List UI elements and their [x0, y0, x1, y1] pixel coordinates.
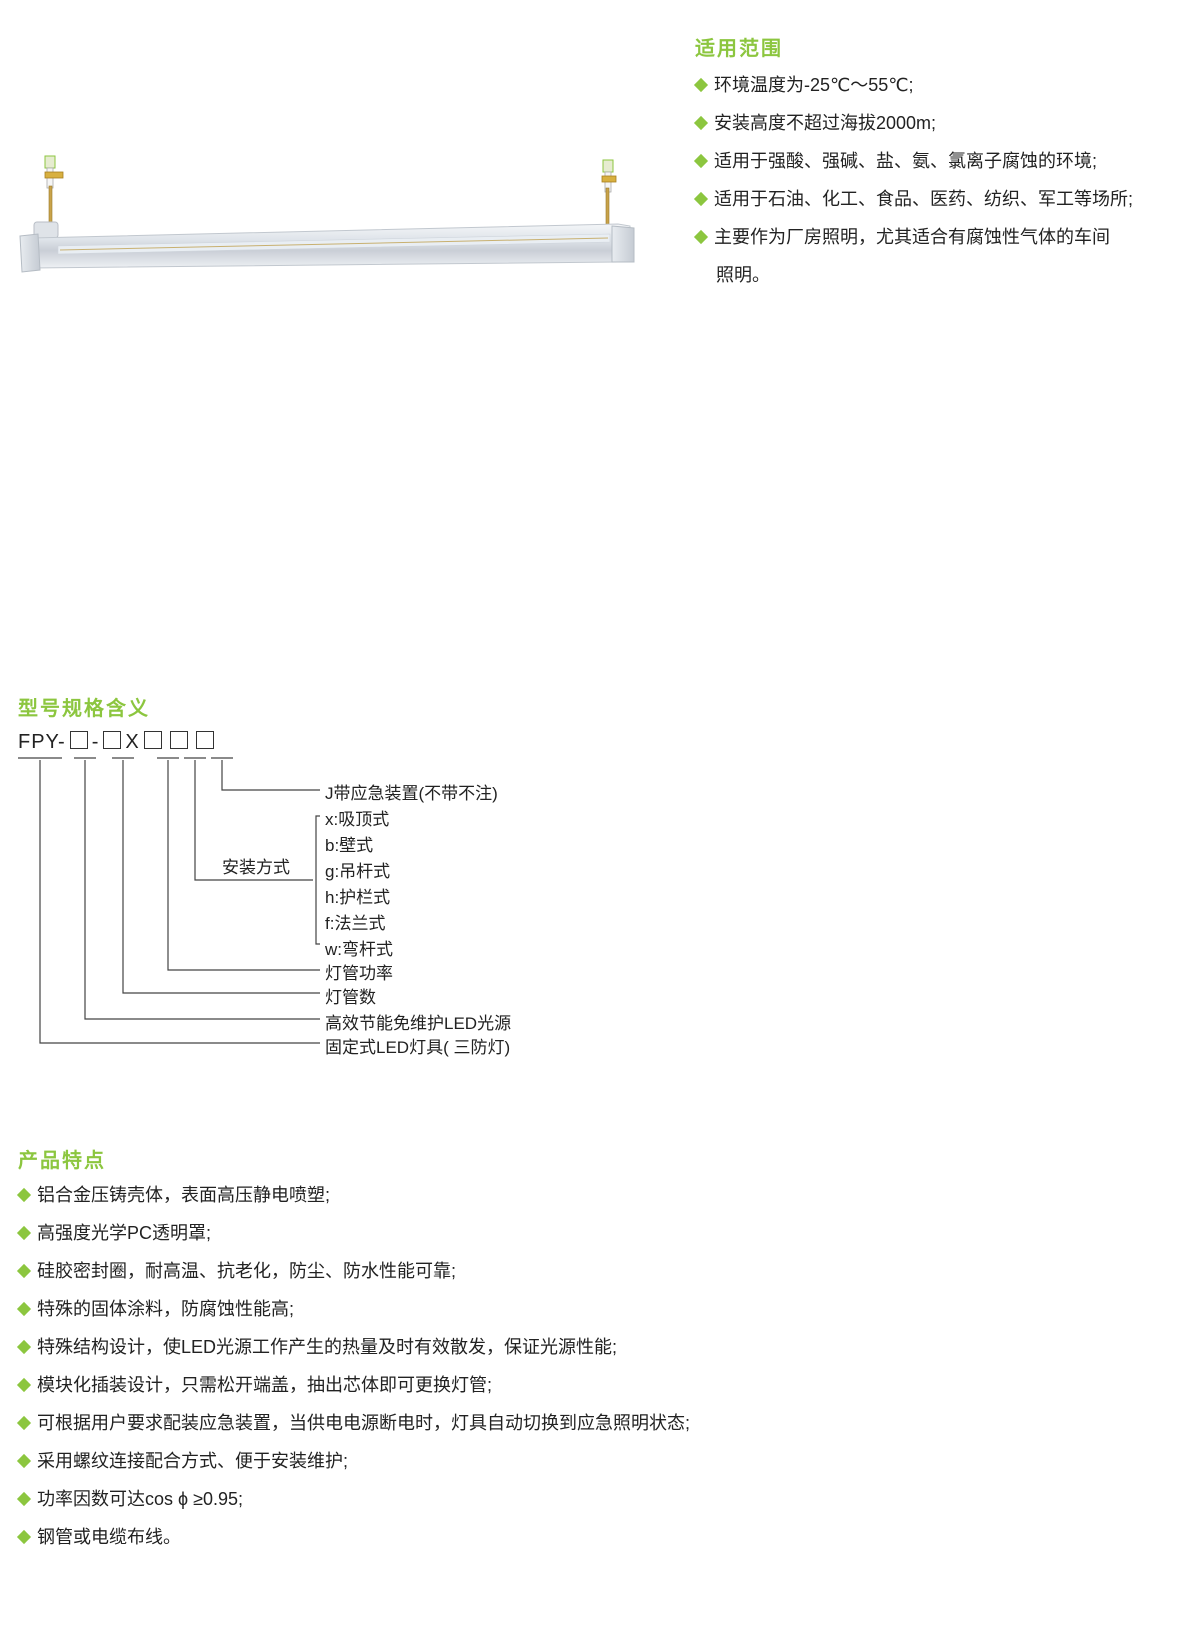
diamond-bullet-icon [16, 1453, 32, 1469]
list-item: 采用螺纹连接配合方式、便于安装维护; [16, 1442, 690, 1480]
label-led-source: 高效节能免维护LED光源 [325, 1014, 512, 1033]
features-list: 铝合金压铸壳体，表面高压静电喷塑; 高强度光学PC透明罩; 硅胶密封圈，耐高温、… [16, 1176, 690, 1556]
list-item: 钢管或电缆布线。 [16, 1518, 690, 1556]
diamond-bullet-icon [16, 1301, 32, 1317]
label-install-method: 安装方式 [222, 858, 290, 877]
list-item: 功率因数可达cos ϕ ≥0.95; [16, 1480, 690, 1518]
label-option-x: x:吸顶式 [325, 810, 390, 829]
list-item: 硅胶密封圈，耐高温、抗老化，防尘、防水性能可靠; [16, 1252, 690, 1290]
list-item: 铝合金压铸壳体，表面高压静电喷塑; [16, 1176, 690, 1214]
list-item: 适用于石油、化工、食品、医药、纺织、军工等场所; [693, 180, 1133, 218]
label-tube-power: 灯管功率 [325, 964, 393, 983]
scope-list: 环境温度为-25℃～55℃; 安装高度不超过海拔2000m; 适用于强酸、强碱、… [693, 66, 1133, 294]
model-code: FPY- - X [18, 731, 218, 754]
diamond-bullet-icon [16, 1529, 32, 1545]
placeholder-box [169, 731, 188, 749]
diamond-bullet-icon [16, 1377, 32, 1393]
list-item: 可根据用户要求配装应急装置，当供电电源断电时，灯具自动切换到应急照明状态; [16, 1404, 690, 1442]
placeholder-box [195, 731, 214, 749]
right-hanger [601, 159, 617, 227]
model-code-dash: - [91, 731, 100, 753]
diamond-bullet-icon [16, 1415, 32, 1431]
list-item: 主要作为厂房照明，尤其适合有腐蚀性气体的车间 [693, 218, 1133, 256]
product-image [19, 155, 635, 273]
label-option-f: f:法兰式 [325, 914, 386, 933]
diamond-bullet-icon [693, 191, 709, 207]
placeholder-box [103, 731, 122, 749]
model-code-prefix: FPY- [18, 731, 66, 753]
diamond-bullet-icon [16, 1263, 32, 1279]
diamond-bullet-icon [693, 229, 709, 245]
placeholder-box [69, 731, 88, 749]
diamond-bullet-icon [693, 77, 709, 93]
placeholder-box [143, 731, 162, 749]
features-heading: 产品特点 [18, 1150, 106, 1172]
list-item: 模块化插装设计，只需松开端盖，抽出芯体即可更换灯管; [16, 1366, 690, 1404]
label-fixture: 固定式LED灯具( 三防灯) [325, 1038, 511, 1057]
list-item: 安装高度不超过海拔2000m; [693, 104, 1133, 142]
model-heading: 型号规格含义 [18, 698, 150, 720]
model-leader-lines [18, 757, 320, 1044]
label-option-g: g:吊杆式 [325, 862, 391, 881]
diamond-bullet-icon [16, 1187, 32, 1203]
diamond-bullet-icon [693, 115, 709, 131]
list-item: 特殊的固体涂料，防腐蚀性能高; [16, 1290, 690, 1328]
scope-heading: 适用范围 [695, 38, 783, 60]
diamond-bullet-icon [16, 1491, 32, 1507]
diamond-bullet-icon [693, 153, 709, 169]
left-hanger [44, 155, 64, 239]
label-emergency: J带应急装置(不带不注) [325, 784, 498, 803]
model-code-x: X [125, 731, 140, 753]
label-tube-count: 灯管数 [325, 988, 376, 1007]
list-item-continuation: 照明。 [716, 265, 770, 285]
label-option-w: w:弯杆式 [325, 940, 393, 959]
list-item: 适用于强酸、强碱、盐、氨、氯离子腐蚀的环境; [693, 142, 1133, 180]
diamond-bullet-icon [16, 1225, 32, 1241]
list-item: 特殊结构设计，使LED光源工作产生的热量及时有效散发，保证光源性能; [16, 1328, 690, 1366]
diamond-bullet-icon [16, 1339, 32, 1355]
list-item: 高强度光学PC透明罩; [16, 1214, 690, 1252]
list-item: 环境温度为-25℃～55℃; [693, 66, 1133, 104]
label-option-h: h:护栏式 [325, 888, 391, 907]
label-option-b: b:壁式 [325, 836, 374, 855]
